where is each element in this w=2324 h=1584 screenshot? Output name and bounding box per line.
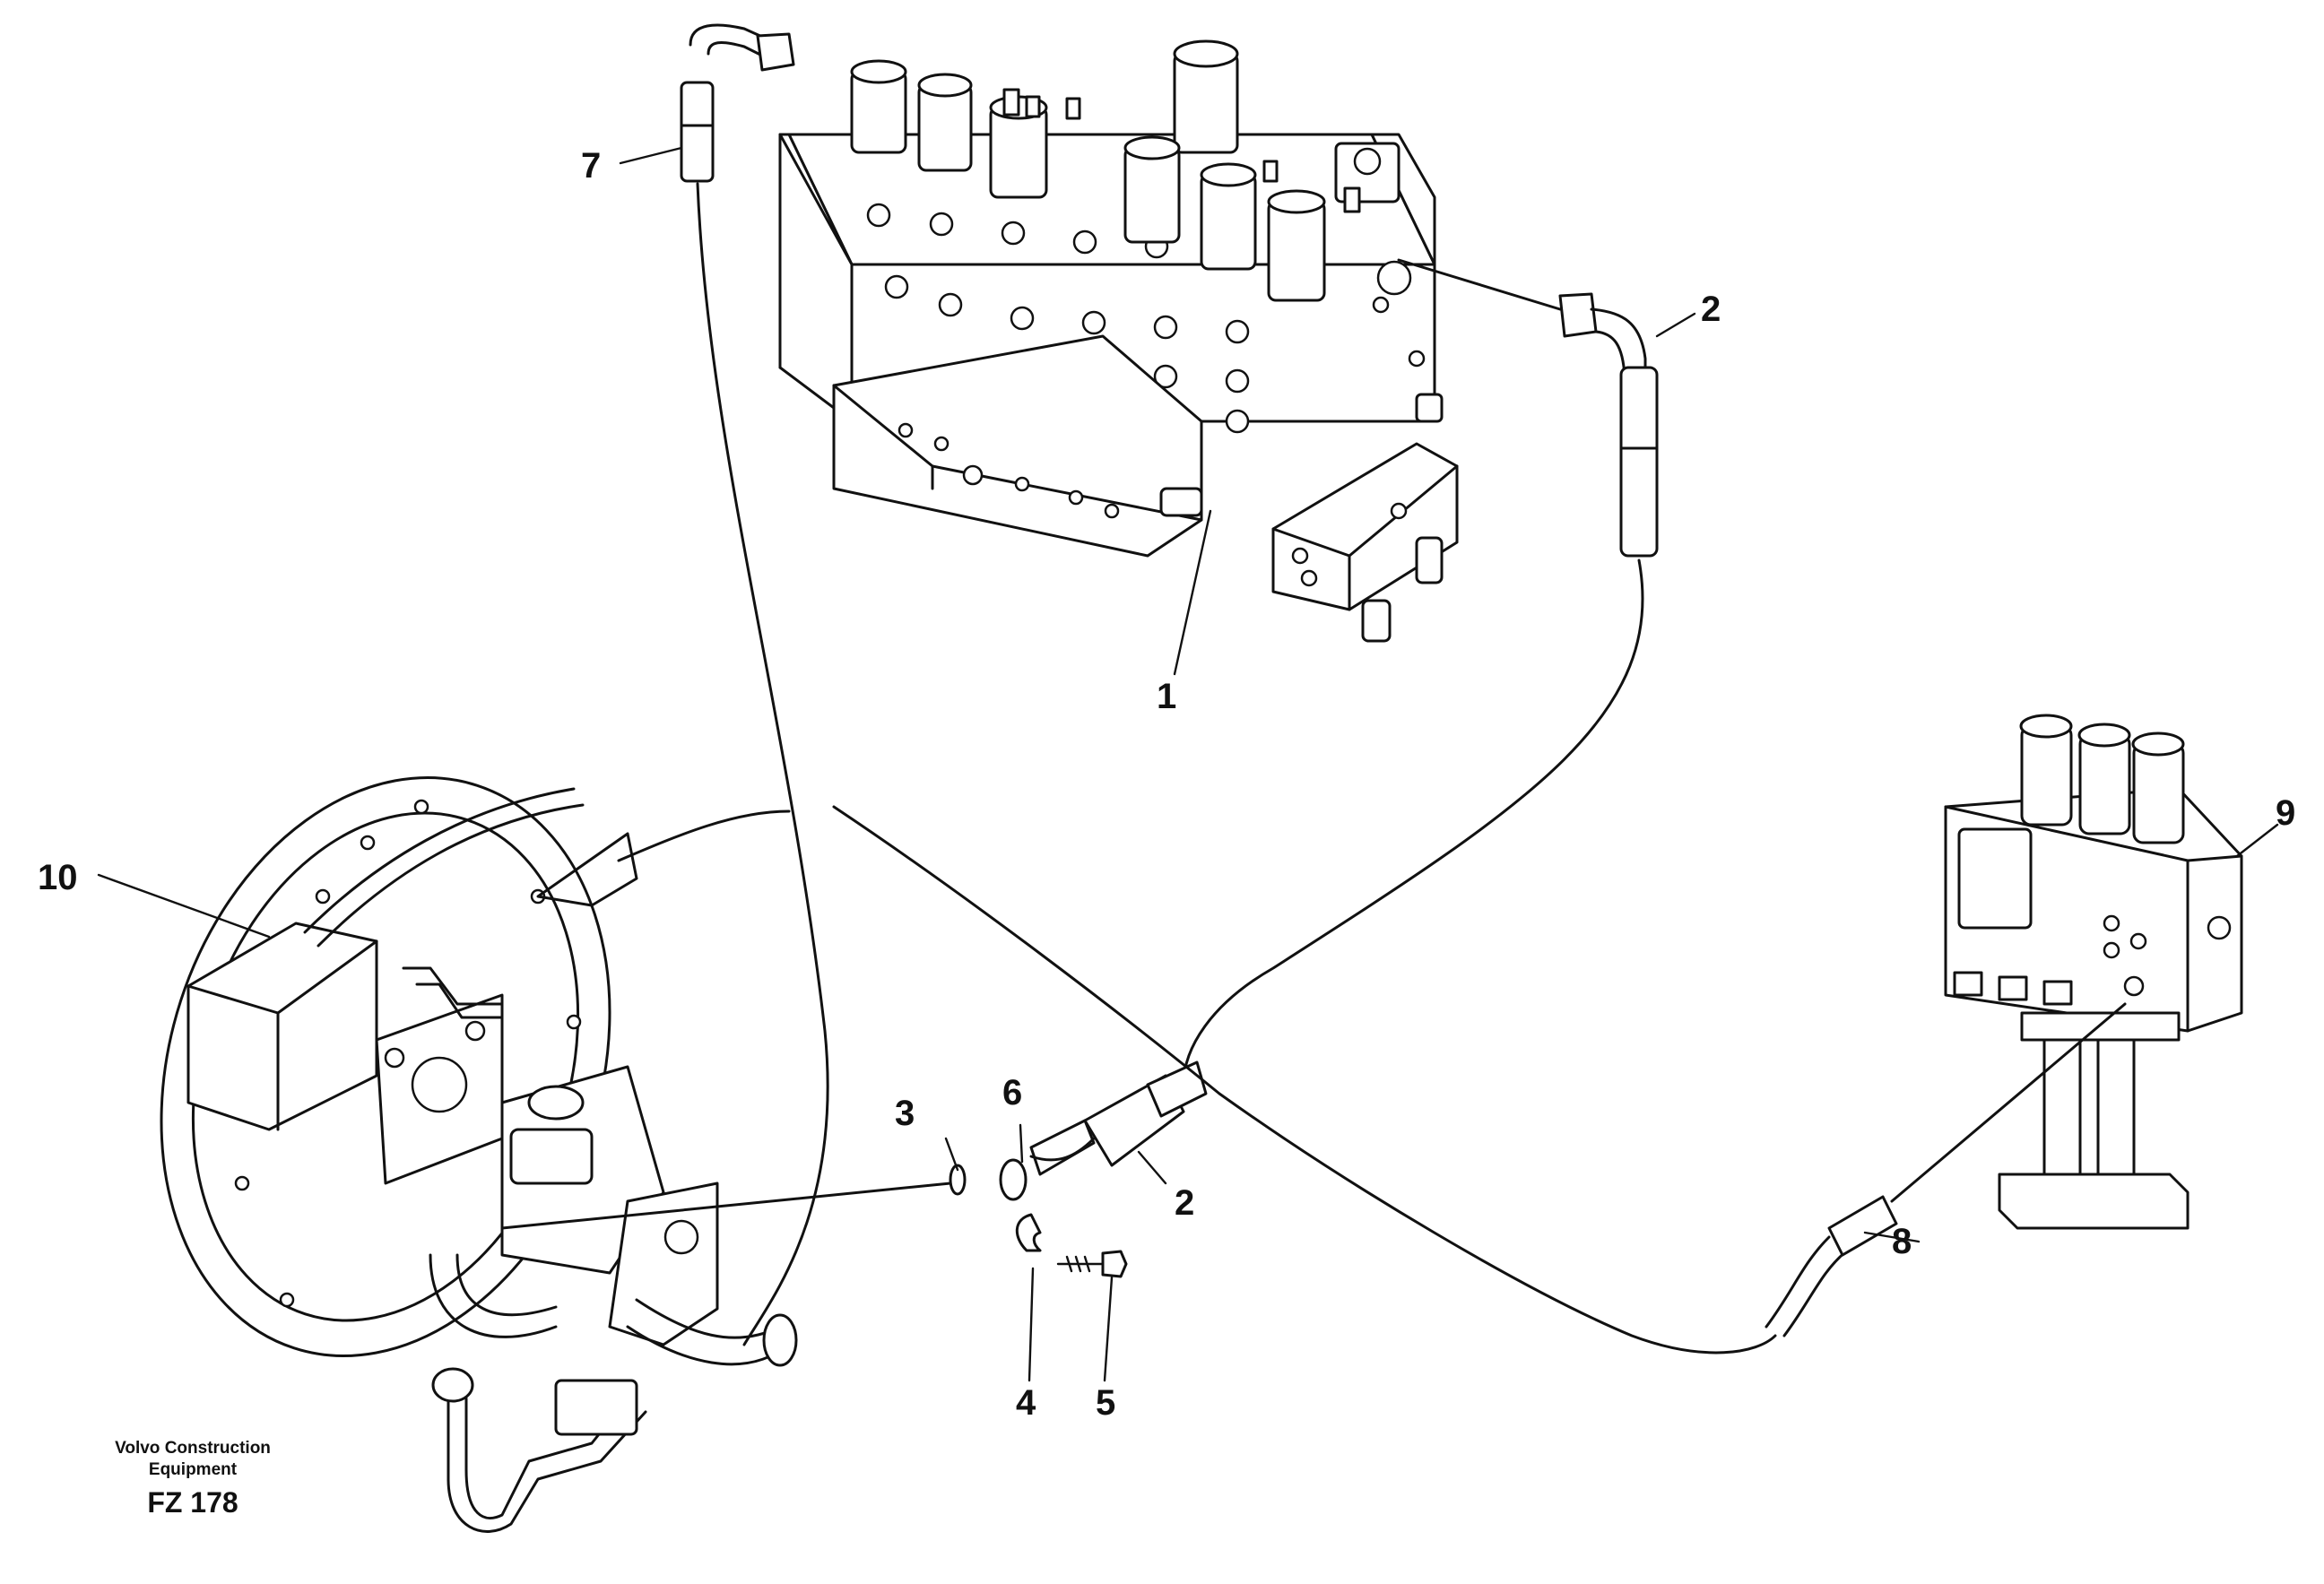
solenoid-cartridges — [850, 39, 1412, 302]
callout-5: 5 — [1096, 1383, 1115, 1423]
callout-8: 8 — [1892, 1222, 1912, 1261]
hose-8 — [617, 805, 2127, 1355]
flange-6 — [999, 1158, 1028, 1201]
callout-2-upper: 2 — [1701, 290, 1721, 329]
pump-housing-assembly — [160, 776, 798, 1533]
clamp-4 — [1015, 1213, 1042, 1252]
figure-credit: Volvo Construction Equipment FZ 178 — [99, 1438, 287, 1519]
credit-maker-line2: Equipment — [148, 1460, 238, 1479]
pilot-valve-block — [1944, 714, 2243, 1230]
callout-6: 6 — [1002, 1073, 1022, 1112]
callout-4: 4 — [1016, 1383, 1036, 1423]
hose-2-upper — [1182, 258, 1659, 1086]
credit-maker-line1: Volvo Construction — [115, 1439, 271, 1458]
small-fittings — [949, 1119, 1128, 1278]
leader-lines — [97, 146, 2279, 1382]
callout-10: 10 — [38, 858, 78, 897]
callout-1: 1 — [1157, 677, 1176, 716]
control-valve-block — [778, 39, 1459, 643]
callout-2-lower: 2 — [1175, 1183, 1194, 1223]
bolt-5 — [1056, 1250, 1128, 1278]
washer-3 — [949, 1164, 967, 1196]
callout-numbers: 7 2 1 10 9 3 6 2 8 4 5 — [38, 146, 2295, 1423]
callout-3: 3 — [895, 1094, 915, 1133]
callout-7: 7 — [581, 146, 601, 186]
hose-2-lower — [500, 1060, 1208, 1230]
callout-9: 9 — [2276, 793, 2295, 833]
hose-7 — [680, 23, 829, 1346]
figure-code: FZ 178 — [147, 1486, 238, 1519]
